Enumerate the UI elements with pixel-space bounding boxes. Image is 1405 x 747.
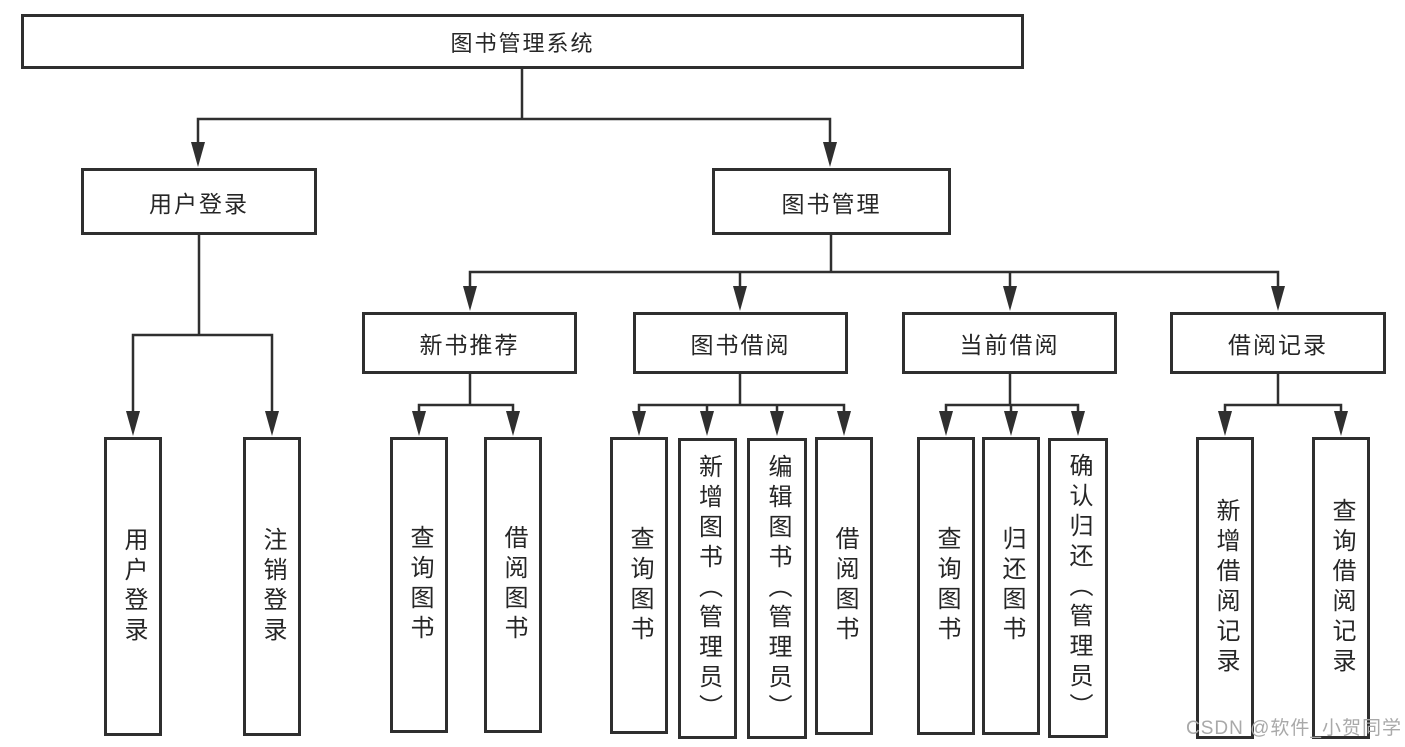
- arrow-icon: [1004, 411, 1018, 436]
- leaf-confirm-return-admin: 确认归还（管理员）: [1048, 438, 1108, 738]
- watermark: CSDN @软件_小贺同学: [1186, 718, 1402, 739]
- leaf-query-books-3: 查询图书: [917, 437, 975, 735]
- node-current-borrow: 当前借阅: [902, 312, 1117, 374]
- arrow-icon: [412, 411, 426, 436]
- node-book-management: 图书管理: [712, 168, 951, 235]
- leaf-add-books-admin: 新增图书（管理员）: [678, 438, 737, 739]
- leaf-query-books-2: 查询图书: [610, 437, 668, 734]
- node-borrow-records: 借阅记录: [1170, 312, 1386, 374]
- leaf-edit-books-admin: 编辑图书（管理员）: [747, 438, 807, 739]
- leaf-logout: 注销登录: [243, 437, 301, 736]
- arrow-icon: [939, 411, 953, 436]
- leaf-borrow-books-1: 借阅图书: [484, 437, 542, 733]
- arrow-icon: [770, 411, 784, 436]
- arrow-icon: [1218, 411, 1232, 436]
- connector-book-mgmt-branch: [468, 270, 1280, 297]
- arrow-icon: [733, 286, 747, 311]
- arrow-icon: [837, 411, 851, 436]
- arrow-icon: [1003, 286, 1017, 311]
- arrow-icon: [463, 286, 477, 311]
- leaf-return-books: 归还图书: [982, 437, 1040, 735]
- leaf-add-borrow-record: 新增借阅记录: [1196, 437, 1254, 739]
- node-library-system: 图书管理系统: [21, 14, 1024, 69]
- leaf-query-books-1: 查询图书: [390, 437, 448, 733]
- connector-root-branch: [196, 117, 832, 152]
- arrow-icon: [1271, 286, 1285, 311]
- arrow-icon: [1334, 411, 1348, 436]
- leaf-user-login: 用户登录: [104, 437, 162, 736]
- arrow-icon: [632, 411, 646, 436]
- node-new-book-recommend: 新书推荐: [362, 312, 577, 374]
- arrow-icon: [700, 411, 714, 436]
- arrow-icon: [265, 411, 279, 436]
- connector-new-book-branch: [417, 403, 515, 422]
- leaf-borrow-books-2: 借阅图书: [815, 437, 873, 735]
- arrow-icon: [823, 142, 837, 167]
- arrow-icon: [1071, 411, 1085, 436]
- connector-book-borrow-branch: [637, 403, 846, 422]
- node-book-borrow: 图书借阅: [633, 312, 848, 374]
- leaf-query-borrow-record: 查询借阅记录: [1312, 437, 1370, 739]
- arrow-icon: [506, 411, 520, 436]
- connector-user-login-branch: [131, 333, 274, 422]
- node-user-login: 用户登录: [81, 168, 317, 235]
- arrowheads: [126, 142, 1348, 436]
- arrow-icon: [191, 142, 205, 167]
- connector-borrow-record-branch: [1223, 403, 1343, 422]
- arrow-icon: [126, 411, 140, 436]
